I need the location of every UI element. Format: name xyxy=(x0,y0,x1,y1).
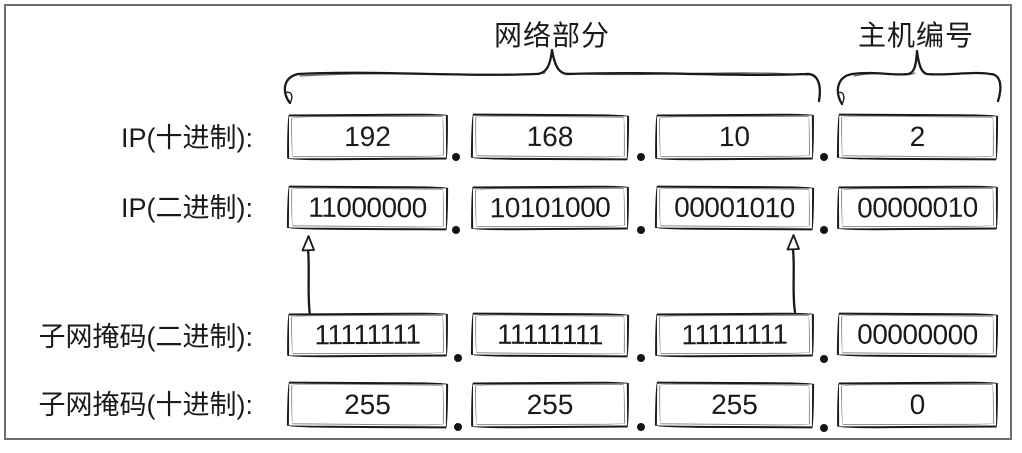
host-part-label: 主机编号 xyxy=(857,20,974,51)
network-brace xyxy=(283,48,821,105)
octet-separator-dot xyxy=(452,226,460,234)
octet-box-ip-binary-1: 11000000 xyxy=(286,185,449,231)
octet-value: 192 xyxy=(344,120,391,153)
octet-value: 11111111 xyxy=(314,318,421,351)
octet-box-ip-binary-2: 10101000 xyxy=(470,185,630,231)
octet-box-ip-decimal-3: 10 xyxy=(654,113,815,161)
octet-box-mask-binary-3: 11111111 xyxy=(654,312,815,358)
octet-value: 0 xyxy=(909,388,926,421)
octet-separator-dot xyxy=(637,423,645,431)
octet-separator-dot xyxy=(454,423,462,431)
octet-box-mask-decimal-2: 255 xyxy=(470,381,630,429)
octet-separator-dot xyxy=(820,355,828,363)
octet-box-ip-binary-3: 00001010 xyxy=(654,185,815,231)
octet-value: 255 xyxy=(711,388,758,421)
octet-value: 11111111 xyxy=(681,318,788,351)
octet-box-mask-binary-2: 11111111 xyxy=(470,312,630,358)
octet-separator-dot xyxy=(820,424,828,432)
row-label-ip-decimal: IP(十进制): xyxy=(121,123,253,153)
mask-arrow-octet3 xyxy=(786,234,800,314)
octet-value: 00000000 xyxy=(857,318,978,351)
host-brace xyxy=(836,49,1002,106)
network-part-label: 网络部分 xyxy=(493,20,610,51)
octet-value: 00000010 xyxy=(857,191,978,224)
octet-value: 2 xyxy=(909,120,926,153)
octet-value: 10101000 xyxy=(489,191,611,224)
octet-separator-dot xyxy=(820,226,828,234)
octet-value: 11111111 xyxy=(496,318,604,351)
octet-separator-dot xyxy=(452,153,460,161)
octet-value: 255 xyxy=(526,388,574,421)
octet-box-mask-decimal-3: 255 xyxy=(654,381,815,429)
octet-value: 00001010 xyxy=(674,191,795,224)
octet-box-mask-decimal-4: 0 xyxy=(836,381,999,429)
octet-box-mask-decimal-1: 255 xyxy=(286,381,449,429)
row-label-mask-binary: 子网掩码(二进制): xyxy=(38,322,253,352)
octet-separator-dot xyxy=(637,226,645,234)
octet-box-ip-binary-4: 00000010 xyxy=(836,185,999,231)
row-label-mask-decimal: 子网掩码(十进制): xyxy=(38,390,253,420)
octet-value: 11000000 xyxy=(308,191,427,224)
octet-box-ip-decimal-1: 192 xyxy=(286,113,449,161)
octet-box-ip-decimal-2: 168 xyxy=(470,113,630,161)
octet-box-ip-decimal-4: 2 xyxy=(836,113,999,161)
mask-arrow-octet1 xyxy=(301,235,315,317)
octet-value: 255 xyxy=(344,388,391,421)
octet-value: 168 xyxy=(526,120,574,153)
octet-separator-dot xyxy=(637,354,645,362)
octet-separator-dot xyxy=(637,153,645,161)
octet-box-mask-binary-4: 00000000 xyxy=(836,312,999,358)
octet-separator-dot xyxy=(454,354,462,362)
octet-separator-dot xyxy=(820,153,828,161)
row-label-ip-binary: IP(二进制): xyxy=(121,193,253,223)
octet-value: 10 xyxy=(718,120,751,153)
octet-box-mask-binary-1: 11111111 xyxy=(286,312,449,358)
